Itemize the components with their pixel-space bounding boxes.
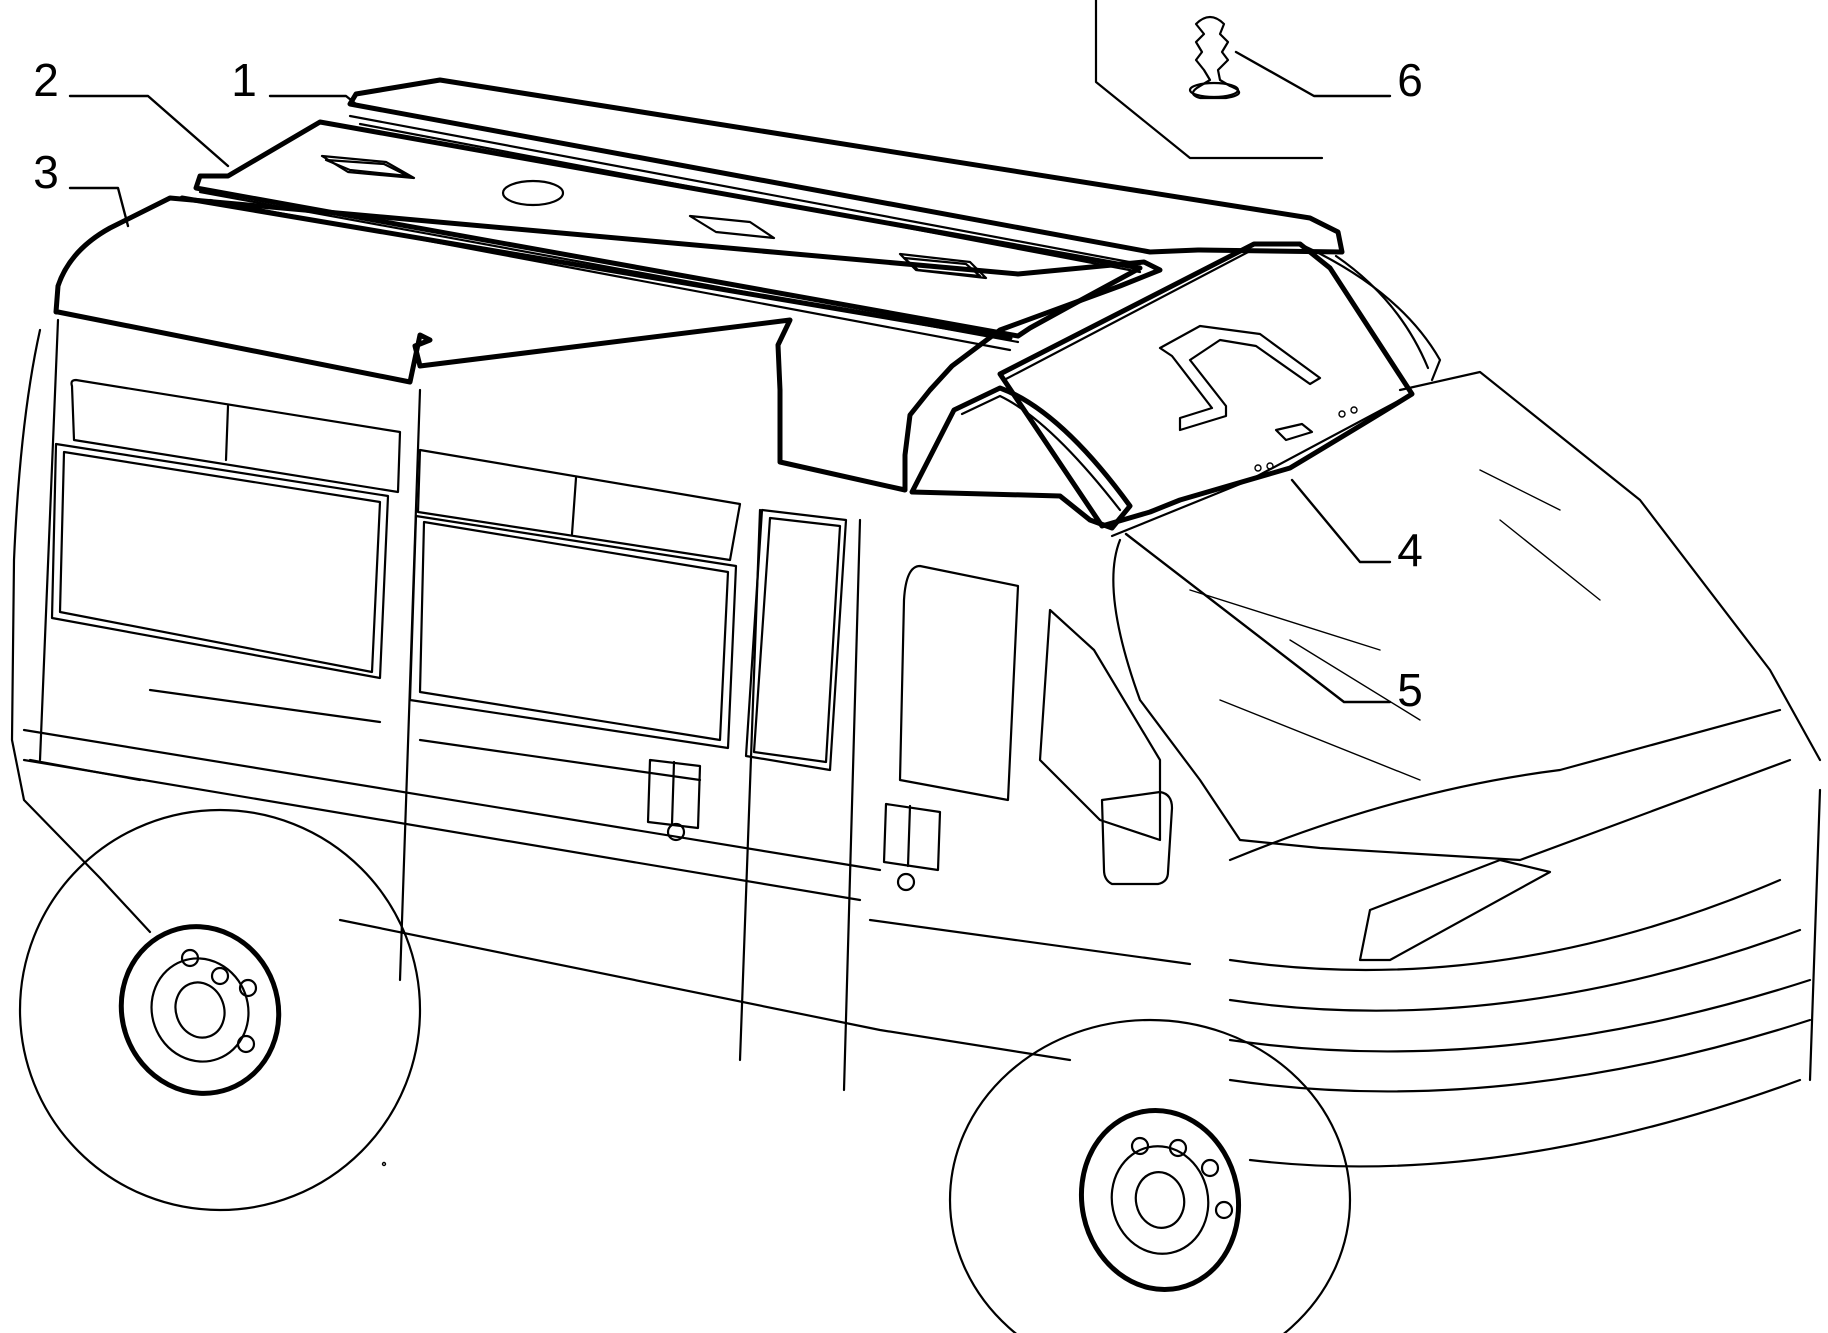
callouts: 1 2 3 4 5 6 bbox=[33, 54, 1423, 716]
leader-5 bbox=[1124, 532, 1392, 704]
callout-2: 2 bbox=[33, 54, 59, 106]
leader-1 bbox=[268, 94, 358, 106]
callout-4: 4 bbox=[1397, 524, 1423, 576]
section-divider bbox=[1094, 0, 1324, 160]
callout-5: 5 bbox=[1397, 664, 1423, 716]
leader-2 bbox=[68, 94, 230, 168]
leader-4 bbox=[1290, 478, 1392, 564]
roof-assembly bbox=[53, 77, 1442, 531]
roof-panel-part-2 bbox=[193, 119, 1143, 339]
roof-strip-part-1 bbox=[347, 77, 1345, 255]
leader-lines bbox=[68, 50, 1392, 704]
leader-3 bbox=[68, 186, 130, 228]
front-wheel bbox=[948, 1018, 1352, 1333]
roof-shell-part-3 bbox=[53, 195, 1163, 493]
rear-wheel bbox=[18, 808, 422, 1212]
callout-3: 3 bbox=[33, 146, 59, 198]
fastener-rivet-part-6 bbox=[1188, 15, 1241, 100]
callout-1: 1 bbox=[231, 54, 257, 106]
callout-6: 6 bbox=[1397, 54, 1423, 106]
leader-6 bbox=[1234, 50, 1392, 98]
van-body bbox=[10, 318, 1822, 1168]
stray-dot bbox=[381, 1161, 387, 1167]
